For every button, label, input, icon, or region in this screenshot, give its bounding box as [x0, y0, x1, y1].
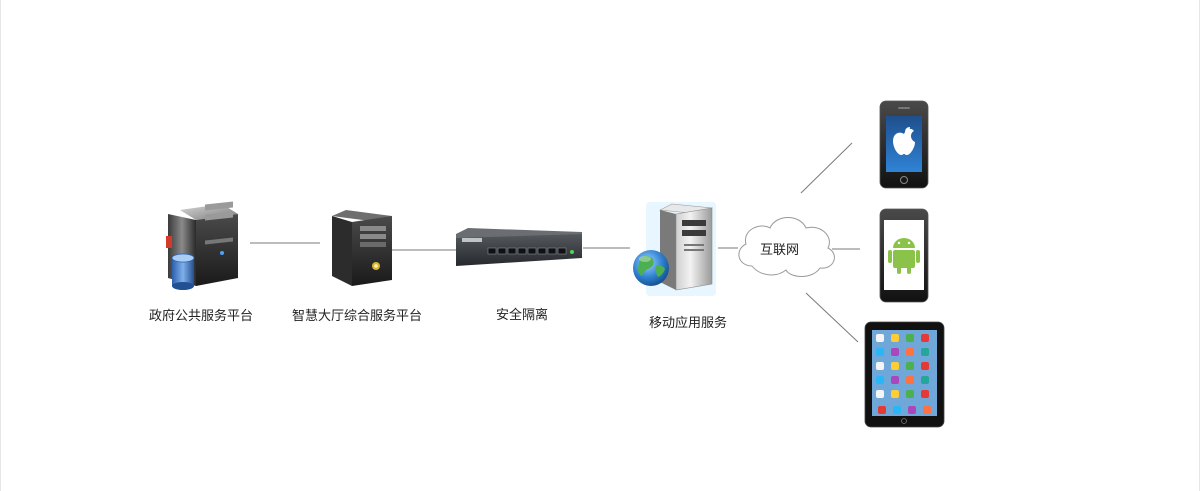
ipad-app-tile: [921, 376, 929, 384]
ipad-app-tile: [906, 362, 914, 370]
left-border: [0, 0, 1, 491]
ipad-app-tile: [876, 390, 884, 398]
ipad-app-tile: [876, 376, 884, 384]
ipad-app-tile: [921, 334, 929, 342]
ipad-app-grid: [876, 334, 931, 414]
line-internet-to-ipad: [805, 292, 859, 343]
android-icon: [888, 238, 920, 274]
ipad-app-tile: [921, 390, 929, 398]
hall-server-icon: [332, 210, 392, 286]
ipad-app-tile: [906, 334, 914, 342]
gov-server-icon: [166, 201, 238, 290]
apple-icon: [893, 127, 915, 155]
mobile-service-label: 移动应用服务: [649, 316, 728, 331]
ipad-icon: [864, 321, 945, 428]
database-icon: [171, 253, 195, 290]
globe-icon: [633, 250, 669, 286]
ipad-app-tile: [891, 334, 899, 342]
cloud-icon: [738, 217, 835, 277]
gov-platform-label: 政府公共服务平台: [149, 309, 254, 324]
hall-platform-label: 智慧大厅综合服务平台: [292, 309, 423, 324]
internet-label: 互联网: [760, 243, 800, 258]
security-label: 安全隔离: [496, 308, 549, 323]
switch-icon: [456, 228, 582, 266]
ipad-app-tile: [876, 348, 884, 356]
ipad-dock-tile: [893, 406, 901, 414]
ipad-app-tile: [876, 334, 884, 342]
ipad-app-tile: [891, 348, 899, 356]
connector-lines: [250, 142, 860, 343]
ipad-app-tile: [921, 362, 929, 370]
ipad-app-tile: [891, 362, 899, 370]
android-phone-icon: [879, 208, 929, 303]
ipad-app-tile: [906, 348, 914, 356]
ipad-app-tile: [906, 376, 914, 384]
ipad-dock-tile: [878, 406, 886, 414]
ipad-app-tile: [906, 390, 914, 398]
ipad-app-tile: [876, 362, 884, 370]
ipad-app-tile: [921, 348, 929, 356]
mobile-server-icon: [633, 202, 716, 296]
ipad-dock-tile: [923, 406, 931, 414]
ipad-app-tile: [891, 376, 899, 384]
line-internet-to-iphone: [800, 142, 853, 194]
ipad-dock-tile: [908, 406, 916, 414]
ipad-app-tile: [891, 390, 899, 398]
switch-ports: [487, 247, 567, 255]
iphone-icon: [879, 100, 929, 189]
